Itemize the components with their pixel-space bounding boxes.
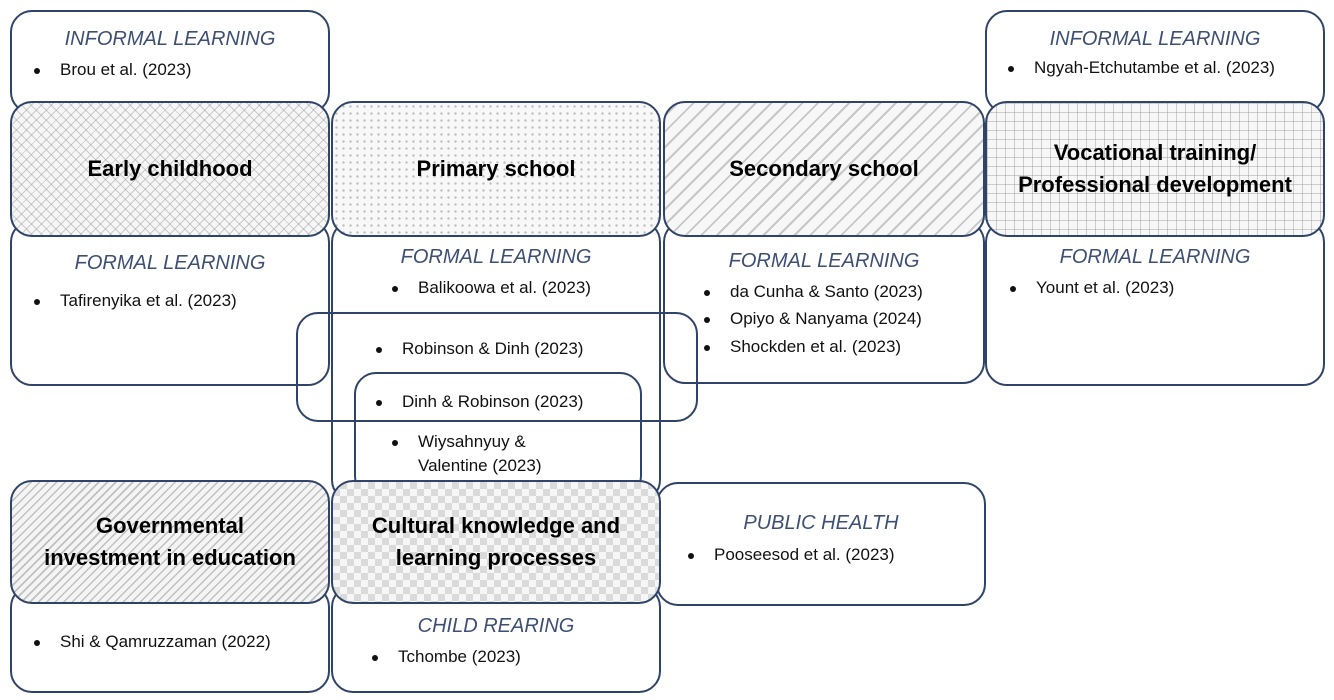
ref-shockden: Shockden et al. (2023) xyxy=(704,335,901,359)
ref-robinson-dinh: Robinson & Dinh (2023) xyxy=(376,337,583,361)
formal-learning-early-header: FORMAL LEARNING xyxy=(74,252,266,274)
ref-tafirenyika: Tafirenyika et al. (2023) xyxy=(34,289,237,313)
stage-early-childhood-label: Early childhood xyxy=(87,156,253,181)
formal-learning-secondary-header: FORMAL LEARNING xyxy=(728,250,920,272)
ref-pooseesod: Pooseesod et al. (2023) xyxy=(688,543,895,567)
robinson-dinh-overlap-box xyxy=(296,312,698,422)
stage-primary-school: Primary school xyxy=(331,101,661,237)
theme-cultural-label-line2: learning processes xyxy=(395,545,597,570)
stage-vocational-label-line2: Professional development xyxy=(1018,172,1292,197)
informal-learning-vocational-header: INFORMAL LEARNING xyxy=(1049,28,1261,50)
ref-balikoowa: Balikoowa et al. (2023) xyxy=(392,276,591,300)
theme-governmental-label-line2: investment in education xyxy=(44,545,296,570)
formal-learning-vocational-header: FORMAL LEARNING xyxy=(1059,246,1251,268)
stage-secondary-school: Secondary school xyxy=(663,101,985,237)
ref-opiyo-nanyama: Opiyo & Nanyama (2024) xyxy=(704,307,922,331)
theme-governmental-investment: Governmental investment in education xyxy=(10,480,330,604)
ref-ngyah-etchutambe: Ngyah-Etchutambe et al. (2023) xyxy=(1008,56,1275,80)
ref-wiysahnyuy-line2: Valentine (2023) xyxy=(418,456,542,475)
ref-tchombe: Tchombe (2023) xyxy=(372,645,521,669)
ref-da-cunha-santo: da Cunha & Santo (2023) xyxy=(704,280,923,304)
ref-wiysahnyuy-line1: Wiysahnyuy & xyxy=(392,430,526,454)
stage-primary-school-label: Primary school xyxy=(416,156,576,181)
formal-learning-vocational-box xyxy=(985,220,1325,386)
theme-cultural-knowledge: Cultural knowledge and learning processe… xyxy=(331,480,661,604)
stage-vocational-label-line1: Vocational training/ xyxy=(1053,140,1257,165)
theme-governmental-label-line1: Governmental xyxy=(96,513,244,538)
child-rearing-header: CHILD REARING xyxy=(417,615,575,637)
stage-vocational-training: Vocational training/ Professional develo… xyxy=(985,101,1325,237)
ref-shi-qamruzzaman: Shi & Qamruzzaman (2022) xyxy=(34,630,271,654)
formal-learning-primary-header: FORMAL LEARNING xyxy=(400,246,592,268)
theme-cultural-label-line1: Cultural knowledge and xyxy=(371,513,621,538)
stage-secondary-school-label: Secondary school xyxy=(729,156,919,181)
ref-dinh-robinson: Dinh & Robinson (2023) xyxy=(376,390,583,414)
ref-yount: Yount et al. (2023) xyxy=(1010,276,1174,300)
public-health-header: PUBLIC HEALTH xyxy=(743,512,899,534)
stage-early-childhood: Early childhood xyxy=(10,101,330,237)
informal-learning-early-header: INFORMAL LEARNING xyxy=(64,28,276,50)
ref-brou: Brou et al. (2023) xyxy=(34,58,191,82)
